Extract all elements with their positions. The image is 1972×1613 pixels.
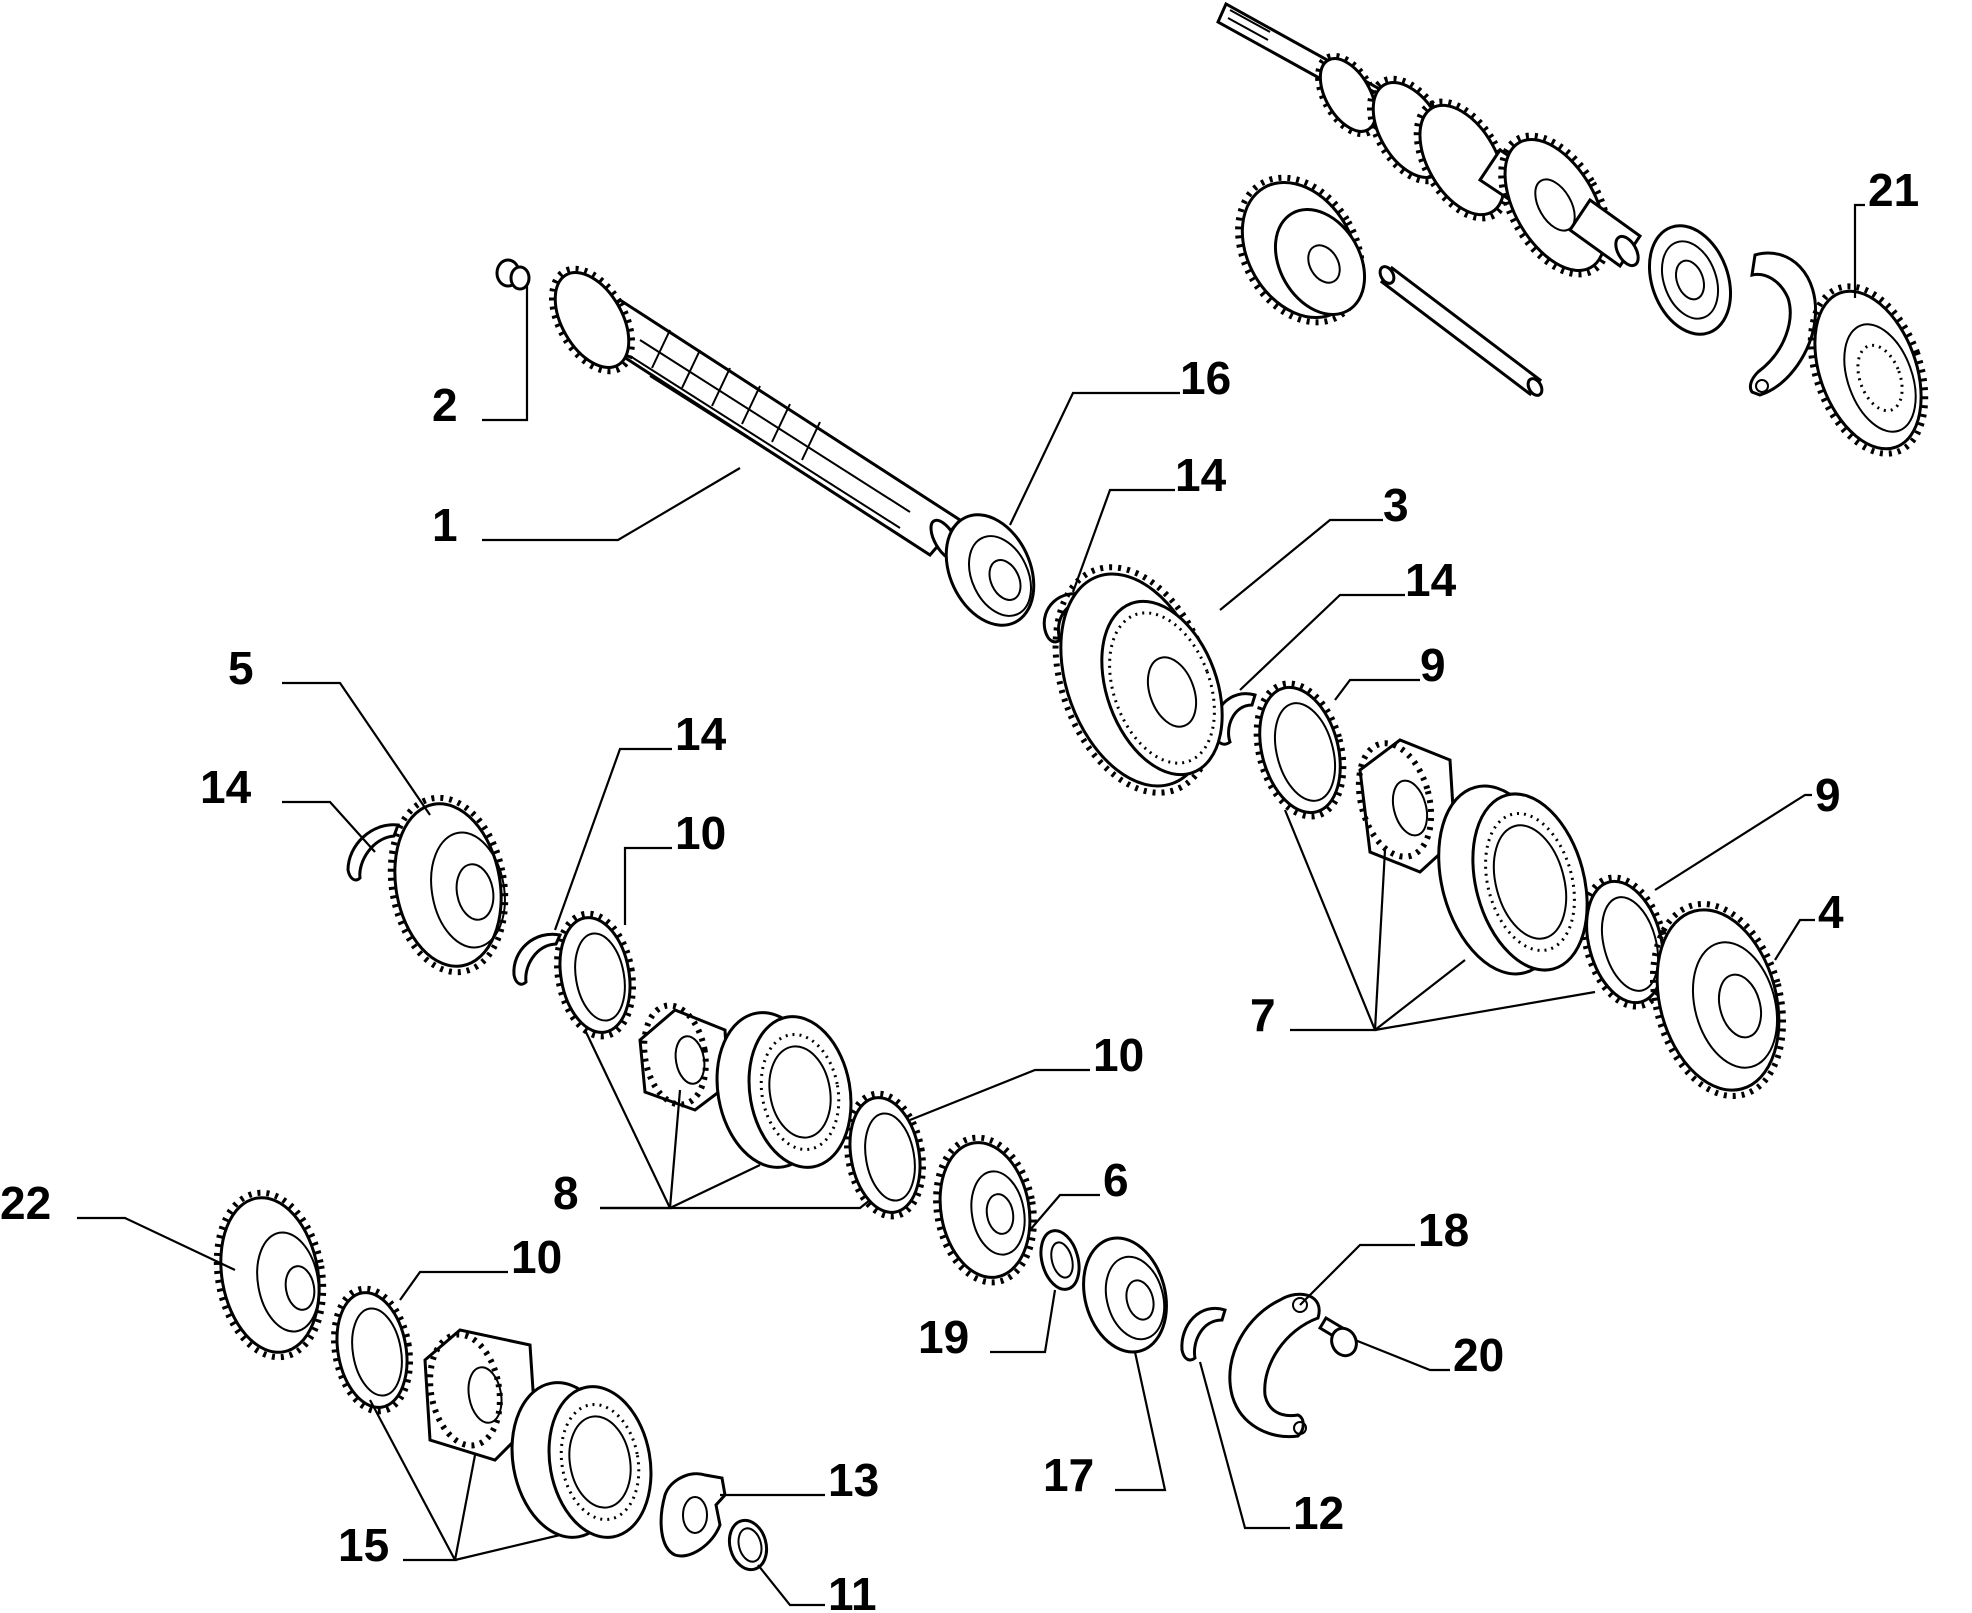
part-8-synchro-hub — [638, 1002, 730, 1112]
part-9-synchro-ring-a — [1253, 680, 1347, 820]
part-10-synchro-ring-b — [844, 1090, 926, 1220]
part-13-stop-plate — [659, 1472, 727, 1558]
part-10-synchro-ring-a — [554, 910, 636, 1040]
label-10-b: 10 — [1093, 1029, 1144, 1081]
label-14-c: 14 — [200, 761, 252, 813]
label-7: 7 — [1250, 989, 1276, 1041]
label-12: 12 — [1293, 1487, 1344, 1539]
label-22: 22 — [0, 1177, 51, 1229]
label-6: 6 — [1103, 1154, 1129, 1206]
reference-bearing — [1647, 224, 1733, 336]
part-20-screw — [1317, 1315, 1358, 1358]
label-1: 1 — [432, 499, 458, 551]
part-8-synchro-sleeve — [715, 1011, 853, 1169]
label-14-d: 14 — [675, 708, 727, 760]
part-14-circlip-d — [512, 932, 563, 986]
part-1-primary-shaft — [548, 265, 963, 562]
part-14-circlip-b — [1212, 692, 1257, 746]
part-4-gear — [1649, 900, 1787, 1100]
label-9-a: 9 — [1420, 639, 1446, 691]
label-15: 15 — [338, 1519, 389, 1571]
label-18: 18 — [1418, 1204, 1469, 1256]
label-5: 5 — [228, 642, 254, 694]
part-16-bearing — [944, 513, 1036, 627]
reference-pin — [1378, 265, 1544, 397]
label-14-b: 14 — [1405, 554, 1457, 606]
label-11: 11 — [828, 1568, 877, 1613]
reference-shaft-assembly — [1216, 1, 1643, 278]
part-9-synchro-ring-b — [1580, 874, 1670, 1010]
leader-lines — [77, 203, 1865, 1607]
part-21-gear — [1807, 283, 1929, 457]
part-15-synchro-sleeve — [510, 1381, 653, 1539]
part-18-retaining-plate — [1228, 1292, 1321, 1439]
reference-gear — [1235, 174, 1367, 326]
reference-retaining-plate — [1748, 251, 1818, 397]
part-12-circlip — [1180, 1307, 1227, 1362]
label-2: 2 — [432, 379, 458, 431]
label-9-b: 9 — [1815, 769, 1841, 821]
part-17-bearing — [1082, 1236, 1168, 1354]
label-17: 17 — [1043, 1449, 1094, 1501]
label-4: 4 — [1818, 886, 1844, 938]
part-2-plug — [495, 258, 531, 291]
label-20: 20 — [1453, 1329, 1504, 1381]
label-10-c: 10 — [511, 1231, 562, 1283]
part-labels: 2 1 16 14 3 14 9 9 4 7 5 14 14 10 10 8 6… — [0, 164, 1919, 1613]
label-8: 8 — [553, 1167, 579, 1219]
part-19-washer — [1039, 1229, 1081, 1291]
label-16: 16 — [1180, 352, 1231, 404]
part-22-gear — [213, 1189, 327, 1361]
part-10-synchro-ring-c — [331, 1285, 413, 1415]
label-13: 13 — [828, 1454, 879, 1506]
label-21: 21 — [1868, 164, 1919, 216]
part-11-snap-ring — [727, 1518, 769, 1572]
label-10-a: 10 — [675, 807, 726, 859]
part-6-gear — [933, 1134, 1037, 1286]
label-3: 3 — [1383, 479, 1409, 531]
part-7-synchro-sleeve — [1437, 784, 1589, 976]
label-19: 19 — [918, 1311, 969, 1363]
part-5-gear — [387, 794, 509, 976]
part-3-gear — [1052, 564, 1224, 796]
label-14-a: 14 — [1175, 449, 1227, 501]
